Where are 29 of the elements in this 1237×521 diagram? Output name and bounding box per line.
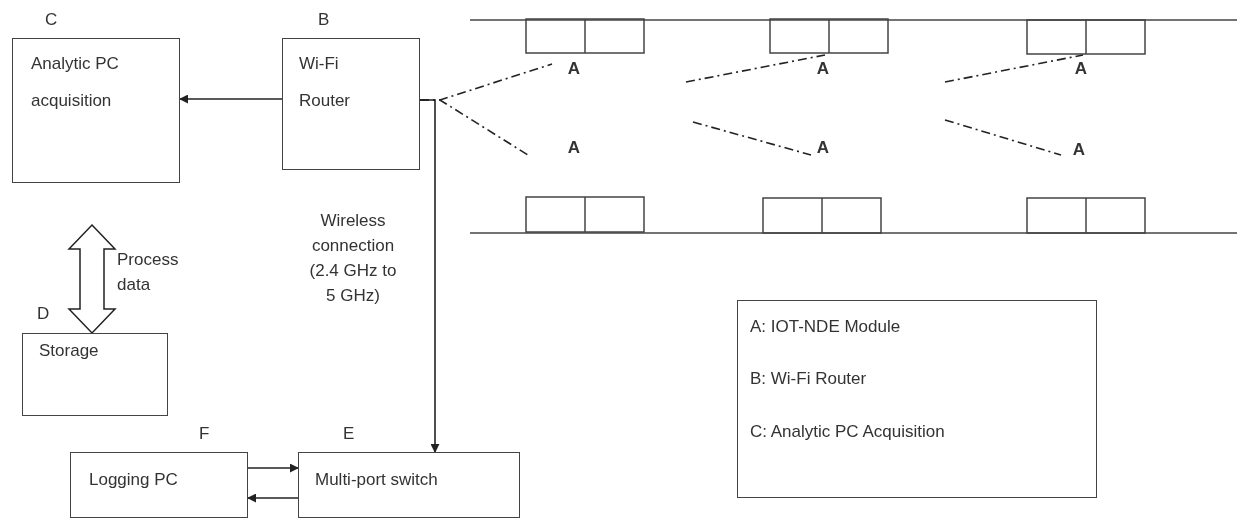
node-label: Multi-port switch [315,469,439,491]
arrow [179,94,283,104]
module-label: A [1073,58,1089,80]
module-label: A [1071,139,1087,161]
module-label: A [815,58,831,80]
wireless-link [944,54,1084,83]
node-letter: E [343,424,355,444]
node-letter: B [318,10,330,30]
module-label: A [566,137,582,159]
wireless-link [685,54,826,83]
block-arrow [67,223,117,335]
wireless-link [692,121,812,156]
node-letter: F [199,424,210,444]
node-label: Analytic PC acquisition [31,53,120,112]
node-label: Wi-Fi Router [299,53,352,112]
node-label: Logging PC [89,469,179,491]
node-letter: C [45,10,58,30]
wireless-link [419,99,529,156]
arrow [247,463,299,473]
wireless-link [944,119,1062,156]
module-label: A [566,58,582,80]
node-letter: D [37,304,50,324]
key-box [737,300,1097,498]
module-label: A [815,137,831,159]
key-entry: B: Wi-Fi Router [750,369,867,389]
arrow [247,493,299,503]
node-label: Storage [39,340,100,362]
key-entry: A: IOT-NDE Module [750,317,901,337]
key-entry: C: Analytic PC Acquisition [750,422,945,442]
